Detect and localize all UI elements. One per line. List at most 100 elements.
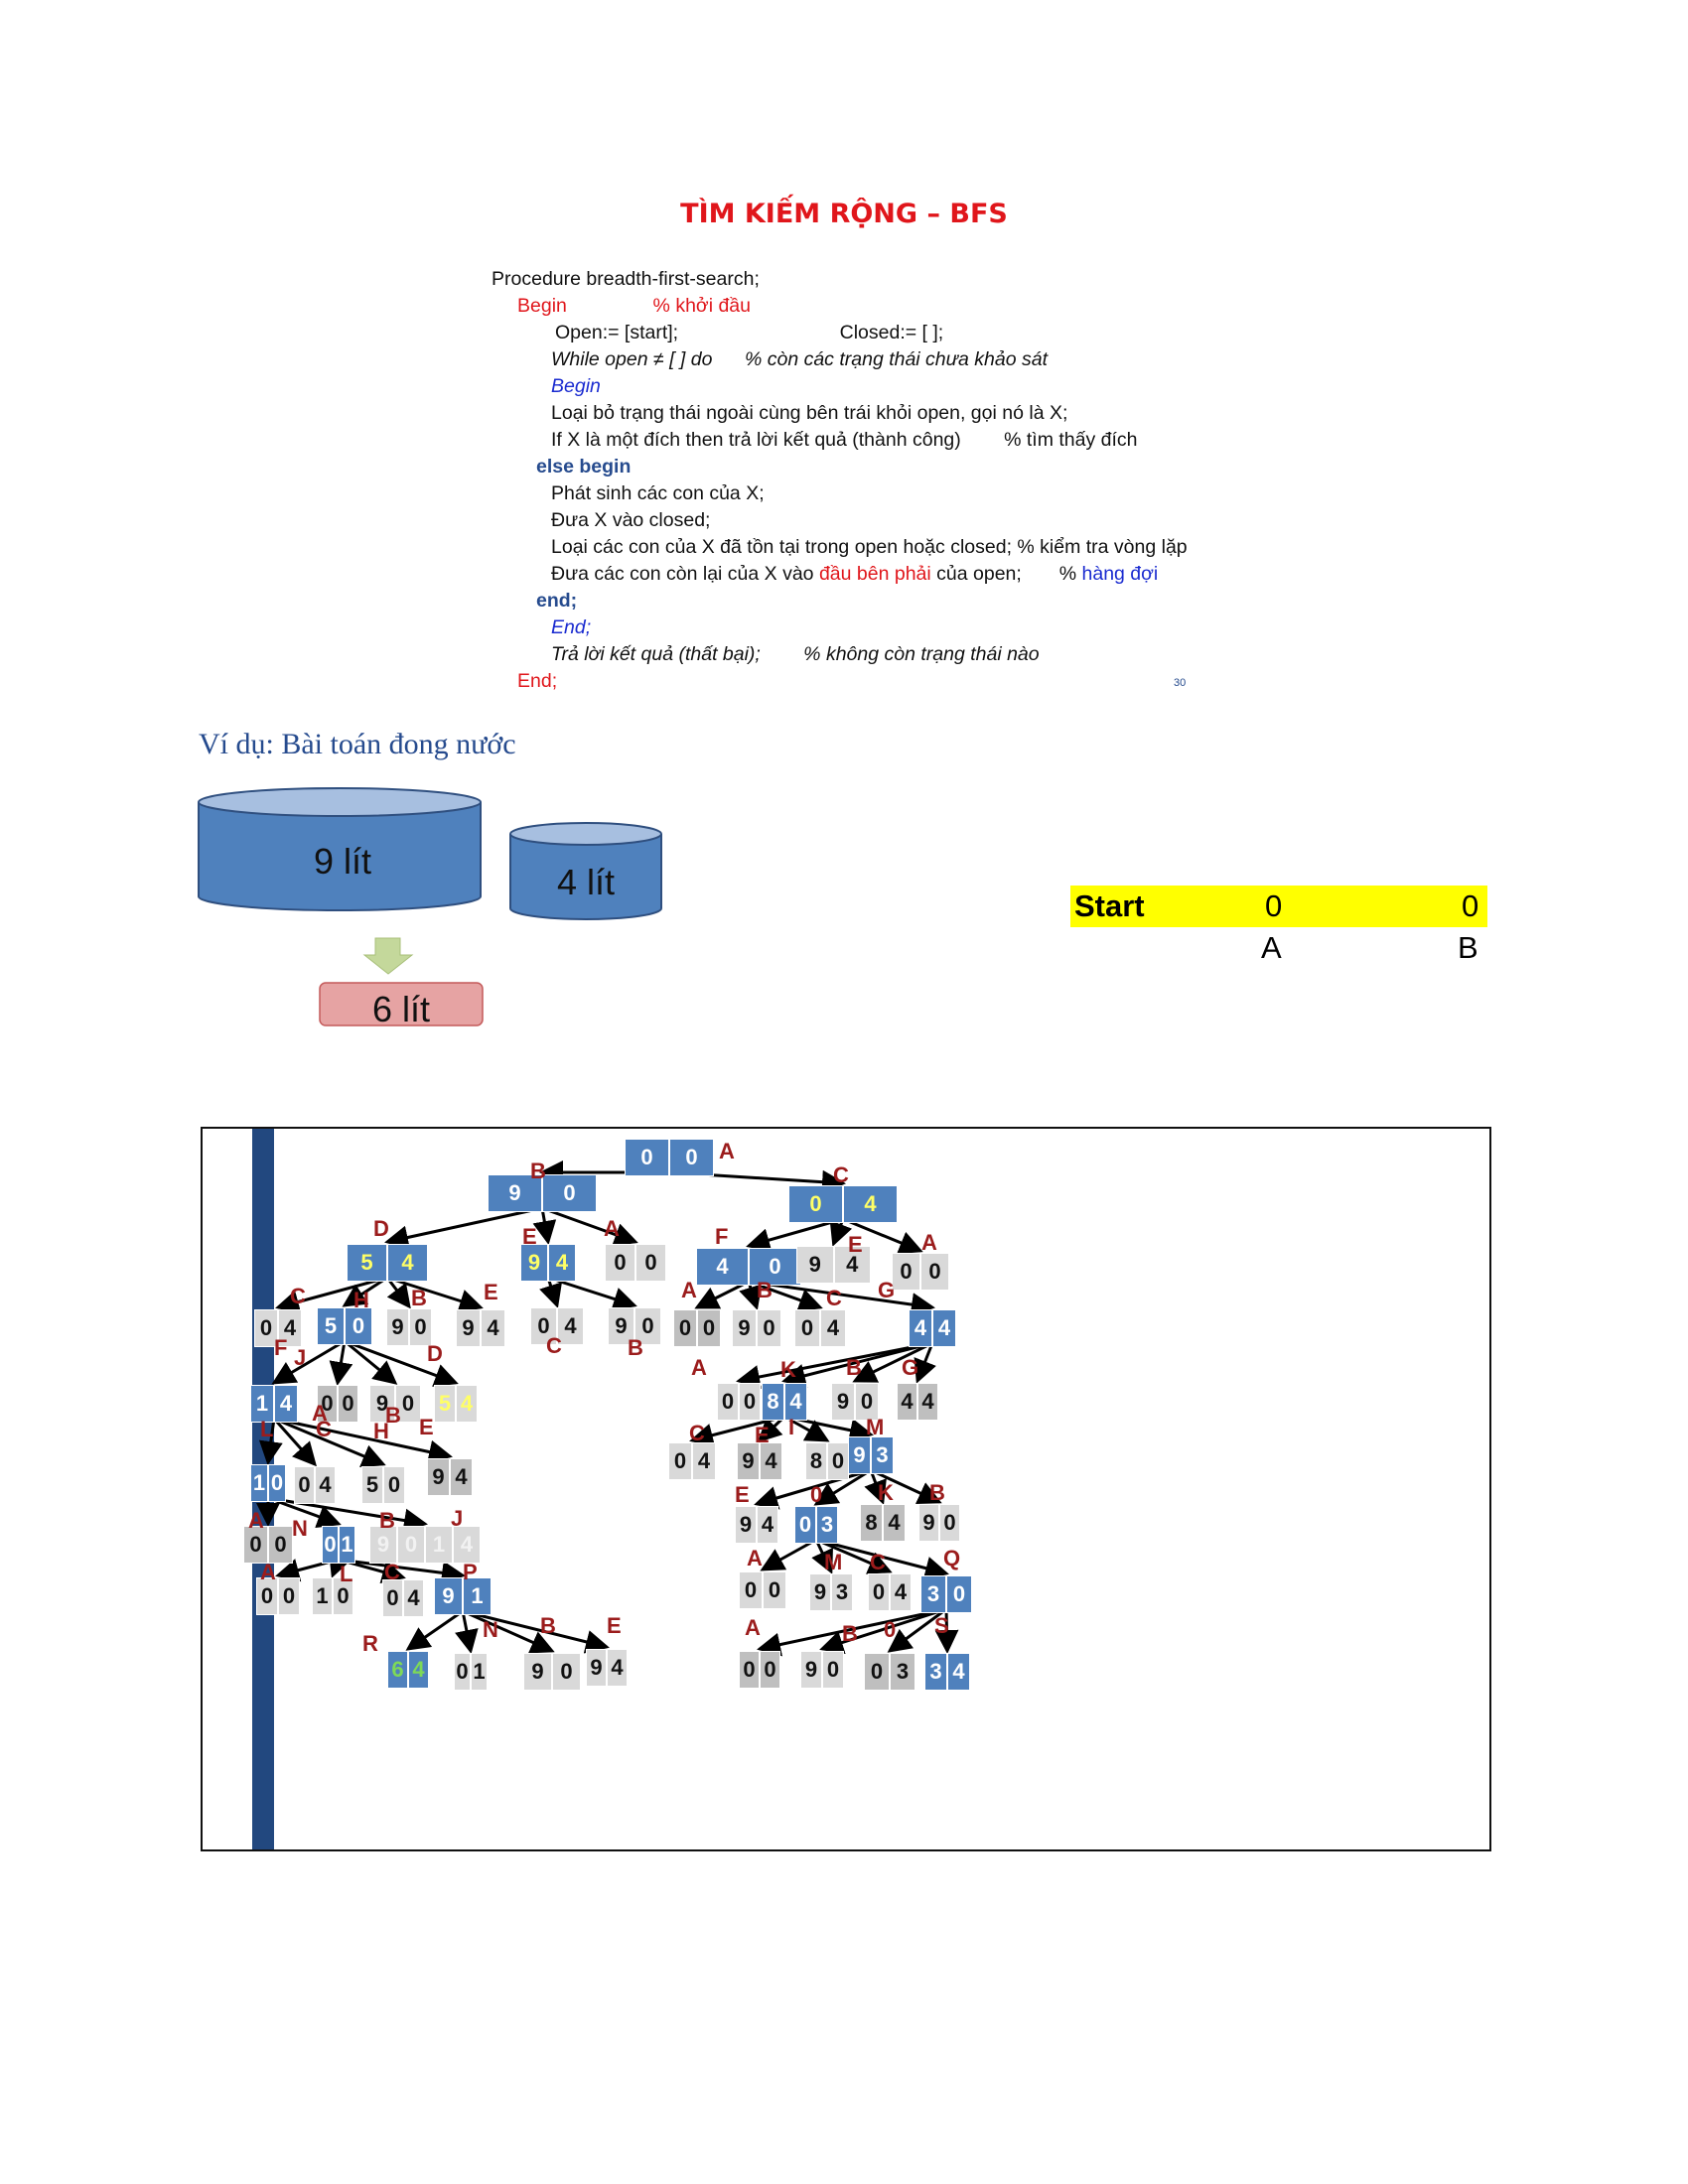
state-value: 0 [749,1248,801,1286]
code-line: If X là một đích then trả lời kết quả (t… [551,429,1138,451]
tree-edge [344,1339,398,1385]
tree-edge [811,1539,833,1574]
state-value: 0 [395,1385,421,1423]
tree-edge [462,1609,555,1654]
state-value: 9 [831,1383,855,1421]
tree-edge [462,1609,610,1654]
operation-label: E [755,1423,770,1447]
tree-edge [455,1610,479,1654]
state-value: 9 [800,1651,822,1689]
state-value: 0 [382,1579,403,1617]
operation-label: Q [943,1546,961,1570]
state-value: 9 [732,1309,757,1347]
tree-edge [934,1608,959,1654]
state-value: 0 [317,1385,338,1423]
state-value: 5 [317,1307,345,1345]
state-value: 0 [635,1244,666,1282]
state-value: 0 [278,1577,300,1615]
code-line: else begin [536,456,632,478]
operation-label: N [483,1617,498,1642]
state-value: 9 [608,1307,634,1345]
jugs-illustration [198,787,662,1026]
state-value: 9 [796,1246,834,1284]
tree-edge [864,1469,887,1505]
state-value: 8 [805,1442,827,1480]
tree-edge [870,1468,942,1505]
state-value: 9 [456,1309,481,1347]
operation-label: G [902,1355,919,1380]
state-value: 0 [542,1174,597,1212]
state-value: 9 [809,1573,831,1611]
state-value: 5 [361,1466,383,1504]
state-value: 0 [939,1504,960,1542]
state-value: 0 [920,1253,949,1291]
state-value: 4 [315,1466,336,1504]
operation-label: C [316,1417,332,1441]
state-value: 0 [409,1308,432,1346]
tree-edge [815,1538,949,1580]
state-value: 0 [822,1651,844,1689]
operation-label: F [715,1224,729,1249]
state-value: 5 [347,1244,387,1282]
state-value: 0 [673,1309,697,1347]
code-line: Đưa các con còn lại của X vào đầu bên ph… [551,563,1158,586]
state-value: 1 [339,1526,355,1564]
slide-number: 30 [1174,677,1187,689]
code-line: Loại bỏ trạng thái ngoài cùng bên trái k… [551,402,1068,424]
operation-label: A [719,1139,735,1163]
state-value: 1 [250,1464,268,1502]
operation-label: A [604,1216,620,1241]
operation-label: A [691,1355,707,1380]
operation-label: E [484,1280,498,1304]
tree-edge [739,1281,763,1310]
state-value: 0 [739,1383,761,1421]
start-state-table: Start 0 0 A B [1070,886,1487,967]
code-line: Trả lời kết quả (thất bại); % không còn … [551,643,1040,665]
state-value: 4 [278,1309,302,1347]
tree-edge [273,1417,386,1467]
state-value: 1 [250,1385,274,1423]
big-jug-label: 9 lít [313,841,372,882]
state-value: 0 [322,1526,339,1564]
operation-label: B [757,1278,773,1302]
state-value: 4 [757,1506,778,1544]
code-text: của open; % [930,563,1082,585]
code-line: Loại các con của X đã tồn tại trong open… [551,536,1188,558]
state-value: 0 [530,1307,557,1345]
operation-label: S [934,1613,949,1638]
start-label: Start [1074,888,1145,923]
state-value: 0 [625,1139,669,1176]
start-a-value: 0 [1265,888,1283,923]
tree-edge [842,1217,923,1255]
code-line: Đưa X vào closed; [551,509,711,531]
operation-label: K [780,1357,796,1382]
tree-edge [757,1415,786,1443]
operation-label: L [340,1562,353,1586]
state-value: 1 [425,1526,453,1564]
state-value: 4 [453,1526,481,1564]
operation-label: A [248,1508,264,1533]
state-value: 4 [932,1309,956,1347]
state-value: 0 [739,1571,763,1609]
state-value: 9 [737,1442,760,1480]
column-names-row: A B [1070,927,1487,967]
state-value: 0 [383,1466,405,1504]
